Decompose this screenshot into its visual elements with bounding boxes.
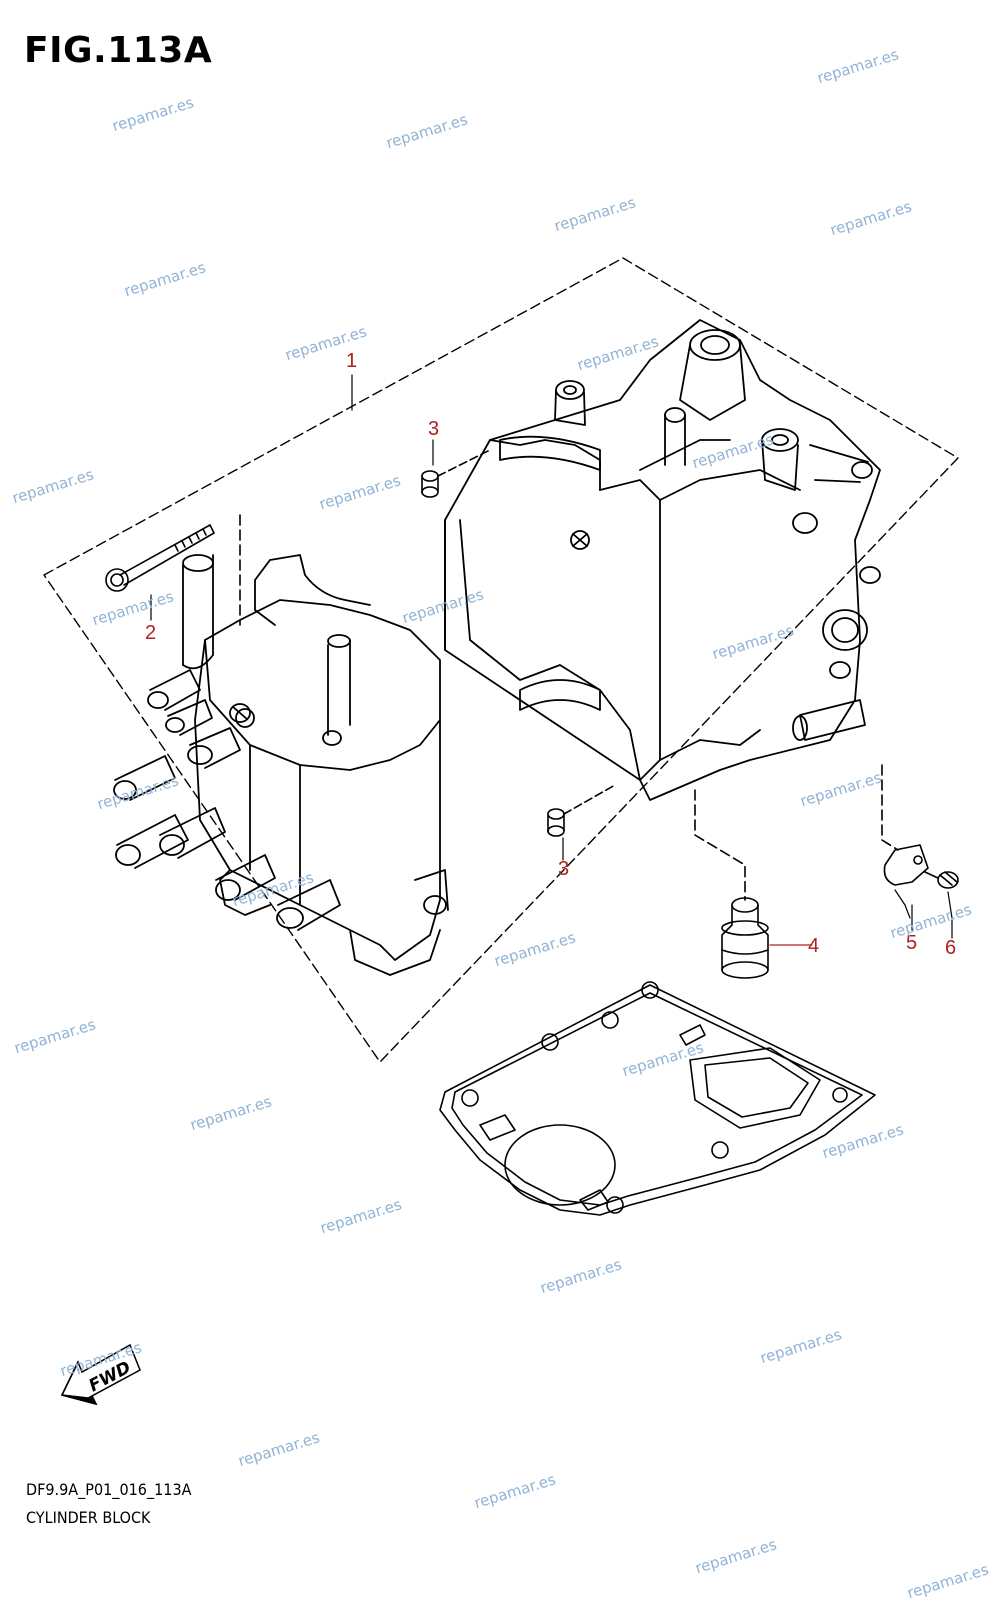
callout-3-lower: 3	[558, 858, 570, 880]
cylinder-block	[113, 319, 881, 976]
callout-3-upper: 3	[428, 418, 440, 440]
sensor-plug	[694, 789, 813, 979]
callout-6: 6	[945, 937, 957, 959]
dowel-pin-upper	[421, 449, 491, 498]
long-bolt	[105, 514, 241, 626]
fwd-arrow-icon	[60, 1343, 141, 1406]
assembly-boundary	[43, 257, 959, 1063]
callout-1: 1	[346, 350, 358, 372]
callout-4: 4	[808, 935, 820, 957]
figure-name: CYLINDER BLOCK	[26, 1508, 151, 1527]
cylinder-gasket	[439, 981, 876, 1216]
callout-5: 5	[906, 932, 918, 954]
dowel-pin-lower	[547, 784, 616, 837]
figure-code: DF9.9A_P01_016_113A	[26, 1480, 192, 1499]
figure-title: FIG.113A	[24, 30, 213, 71]
clamp-and-bolt	[881, 764, 959, 919]
callout-2: 2	[145, 622, 157, 644]
